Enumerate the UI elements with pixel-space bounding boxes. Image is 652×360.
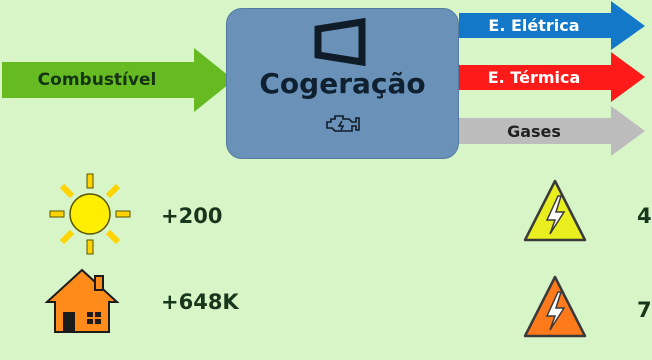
stat-sun-value: +200 [161,204,223,228]
output-label-eletrica: E. Elétrica [488,16,580,35]
output-arrow-termica: E. Térmica [459,52,645,102]
stat-voltage-orange [522,274,588,340]
stat-voltage-yellow-value: 4 [637,204,652,228]
arrow-shape [459,1,645,50]
high-voltage-warning-icon [523,275,587,338]
stat-house [44,268,120,334]
cogeracao-box: Cogeração [226,8,459,159]
frame-icon [314,17,366,67]
arrow-shape [2,48,234,112]
arrow-shape [459,52,645,102]
output-arrow-eletrica: E. Elétrica [459,1,645,50]
output-arrow-gases: Gases [459,106,645,156]
output-label-termica: E. Térmica [487,68,581,87]
sun-icon [49,173,131,255]
high-voltage-warning-icon [523,179,587,242]
output-label-gases: Gases [507,121,561,141]
arrow-shape [459,106,645,156]
house-icon [44,268,120,333]
stat-sun [48,172,132,256]
process-label: Cogeração [259,67,426,100]
stat-voltage-orange-value: 7 [637,298,652,322]
input-label: Combustível [37,70,157,90]
engine-icon [326,115,360,132]
stat-house-value: +648K [161,290,239,314]
input-arrow-combustivel: Combustível [2,48,234,112]
stat-voltage-yellow [522,178,588,244]
